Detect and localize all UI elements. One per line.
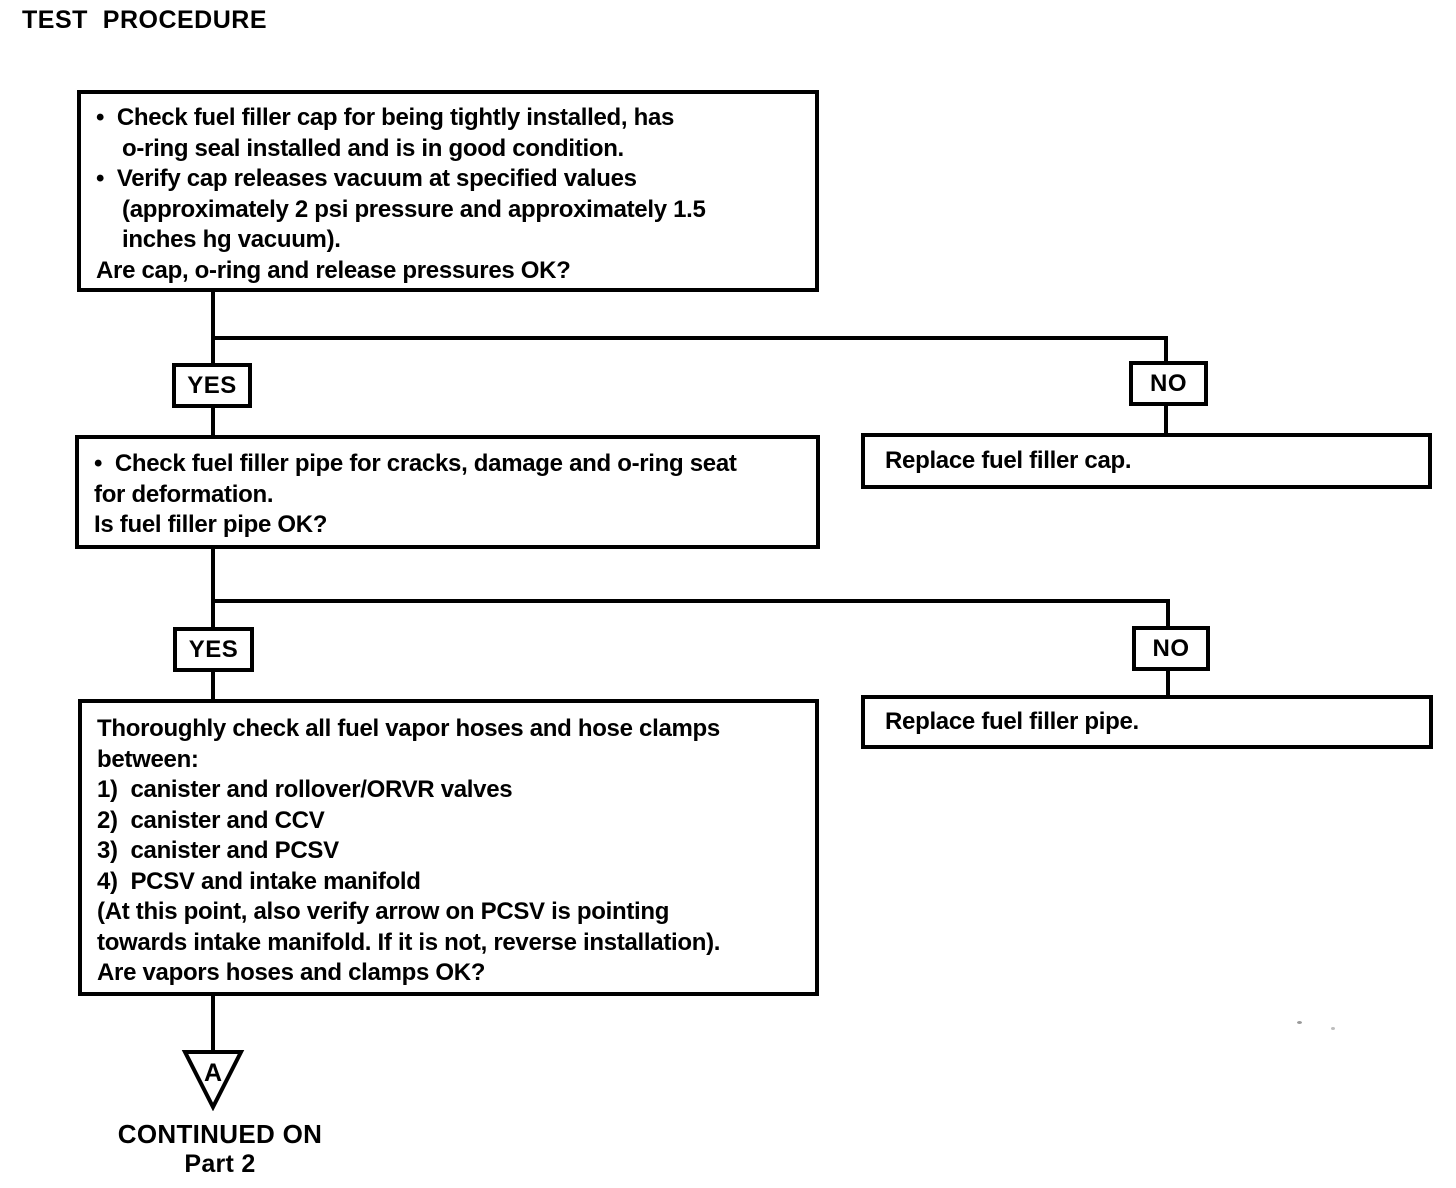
no-label-2-text: NO: [1152, 634, 1190, 662]
text-line: Thoroughly check all fuel vapor hoses an…: [97, 715, 720, 742]
flow-line-no1-to-action: [1164, 404, 1168, 436]
continued-part-caption: Part 2: [184, 1150, 256, 1178]
flow-line-yes1-to-step2: [211, 405, 215, 437]
action-replace-cap-label: Replace fuel filler cap.: [885, 447, 1132, 474]
flow-line-yes2-to-step3: [211, 669, 215, 702]
yes-label-2: YES: [173, 627, 254, 672]
triangle-outline: [181, 1050, 245, 1111]
yes-label-1: YES: [172, 363, 252, 408]
action-box-replace-cap: Replace fuel filler cap.: [861, 433, 1432, 489]
step3-box: Thoroughly check all fuel vapor hoses an…: [78, 699, 819, 996]
text-line: 3) canister and PCSV: [97, 837, 339, 864]
step2-box: • Check fuel filler pipe for cracks, dam…: [75, 435, 820, 549]
text-line: 4) PCSV and intake manifold: [97, 867, 421, 895]
page-title: TEST PROCEDURE: [22, 6, 268, 34]
flow-line-no2-to-action: [1166, 668, 1170, 698]
text-line: Are vapors hoses and clamps OK?: [97, 959, 486, 986]
yes-label-2-text: YES: [188, 635, 239, 663]
text-line: • Check fuel filler cap for being tightl…: [96, 104, 675, 131]
flow-line-branch2-horizontal: [211, 599, 1170, 603]
no-label-1-text: NO: [1150, 369, 1187, 397]
yes-label-1-text: YES: [187, 371, 237, 399]
flow-line-step1-down: [211, 290, 215, 366]
scan-speck: [1331, 1027, 1335, 1030]
flow-line-step2-down: [211, 546, 215, 630]
action-replace-pipe-label: Replace fuel filler pipe.: [885, 708, 1139, 735]
text-line: Is fuel filler pipe OK?: [94, 511, 328, 538]
action-box-replace-pipe: Replace fuel filler pipe.: [861, 695, 1433, 749]
text-line: towards intake manifold. If it is not, r…: [97, 928, 721, 956]
text-line: inches hg vacuum).: [122, 226, 341, 253]
text-line: • Check fuel filler pipe for cracks, dam…: [94, 450, 737, 477]
continued-on-caption: CONTINUED ON: [117, 1119, 323, 1149]
no-label-1: NO: [1129, 361, 1208, 406]
scan-speck: [1297, 1021, 1302, 1024]
offpage-connector-label: A: [204, 1059, 222, 1087]
flow-line-step3-to-connector: [211, 994, 215, 1052]
text-line: 2) canister and CCV: [97, 806, 325, 834]
text-line: (At this point, also verify arrow on PCS…: [97, 898, 670, 925]
step1-box: • Check fuel filler cap for being tightl…: [77, 90, 819, 292]
flow-line-no1-down: [1164, 336, 1168, 364]
text-line: • Verify cap releases vacuum at specifie…: [96, 165, 637, 192]
text-line: between:: [97, 745, 199, 773]
no-label-2: NO: [1132, 626, 1210, 671]
offpage-connector-triangle: A: [181, 1050, 245, 1111]
text-line: (approximately 2 psi pressure and approx…: [122, 195, 706, 223]
flow-line-branch1-horizontal: [211, 336, 1168, 340]
text-line: 1) canister and rollover/ORVR valves: [97, 776, 513, 803]
text-line: o-ring seal installed and is in good con…: [122, 134, 624, 162]
text-line: Are cap, o-ring and release pressures OK…: [96, 256, 571, 284]
flow-line-no2-down: [1166, 599, 1170, 628]
text-line: for deformation.: [94, 480, 274, 508]
